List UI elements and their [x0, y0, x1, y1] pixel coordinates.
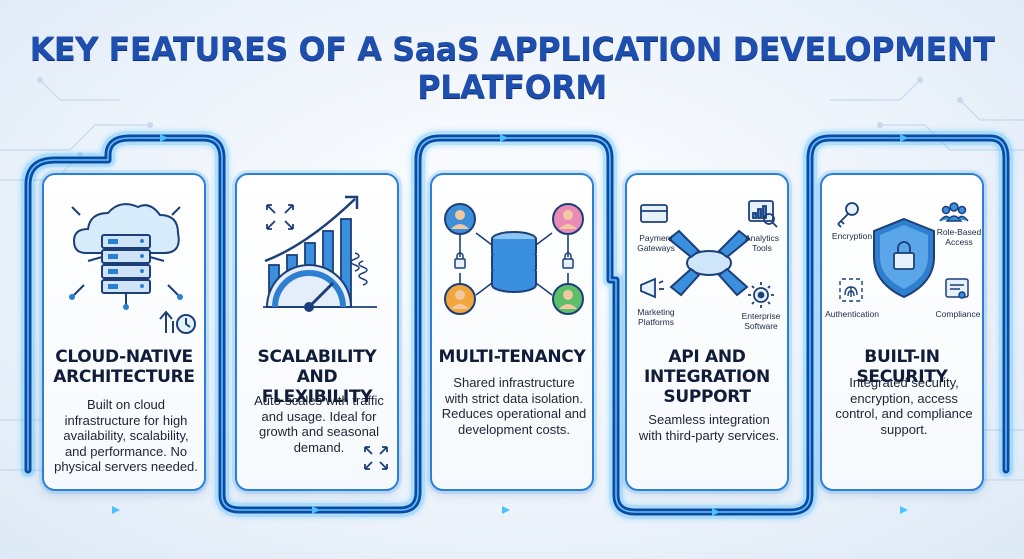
card-title-line: MULTI-TENANCY [438, 347, 586, 367]
card-title-line: SUPPORT [663, 387, 751, 407]
card-title-line: FLEXIBILITY [261, 387, 373, 407]
user-avatar-icon [444, 203, 584, 315]
feature-card-multi-tenancy: MULTI-TENANCY Shared infrastructure with… [430, 173, 594, 491]
card-description: Shared infrastructure with strict data i… [441, 375, 587, 437]
card-title-line: INTEGRATION [644, 367, 770, 387]
card-description: Integrated security, encryption, access … [835, 375, 973, 437]
key-icon [837, 202, 859, 228]
card-title-line: ARCHITECTURE [53, 367, 195, 387]
compliance-label: Compliance [935, 309, 981, 319]
lock-icon [454, 252, 574, 269]
api-hub-icon [640, 200, 778, 308]
payment-card-icon [640, 204, 668, 223]
card-title: CLOUD-NATIVE ARCHITECTURE [44, 347, 204, 387]
users-icon [939, 202, 969, 222]
card-title-line: API AND [668, 347, 746, 367]
analytics-icon [748, 200, 778, 228]
encryption-label: Encryption [831, 231, 873, 241]
card-title: MULTI-TENANCY [432, 347, 592, 367]
card-title: SCALABILITY AND FLEXIBILITY [237, 347, 397, 407]
card-description: Built on cloud infrastructure for high a… [54, 397, 198, 474]
expand-icon [364, 446, 388, 470]
authentication-label: Authentication [825, 309, 879, 319]
card-title: BUILT-IN SECURITY [822, 347, 982, 387]
card-description: Seamless integration with third-party se… [638, 412, 780, 443]
gauge-icon [265, 264, 353, 312]
card-title: API AND INTEGRATION SUPPORT [627, 347, 787, 407]
cloud-server-icon [69, 203, 183, 310]
feature-card-scalability: SCALABILITY AND FLEXIBILITY Auto-scales … [235, 173, 399, 491]
card-title-line: CLOUD-NATIVE [55, 347, 193, 367]
database-icon [444, 203, 584, 315]
card-title-line: BUILT-IN SECURITY [856, 347, 948, 387]
feature-card-cloud-native: CLOUD-NATIVE ARCHITECTURE Built on cloud… [42, 173, 206, 491]
page-title: KEY FEATURES OF A SaaS APPLICATION DEVEL… [29, 30, 995, 106]
card-description: Auto-scales with traffic and usage. Idea… [254, 393, 384, 455]
shield-lock-icon [837, 202, 969, 302]
fingerprint-icon [839, 278, 863, 302]
card-title-line: SCALABILITY AND [257, 347, 377, 387]
gear-icon [748, 282, 774, 308]
scale-up-icon [159, 310, 196, 334]
growth-chart-icon [263, 195, 377, 312]
certificate-icon [945, 278, 969, 299]
megaphone-icon [640, 277, 664, 299]
